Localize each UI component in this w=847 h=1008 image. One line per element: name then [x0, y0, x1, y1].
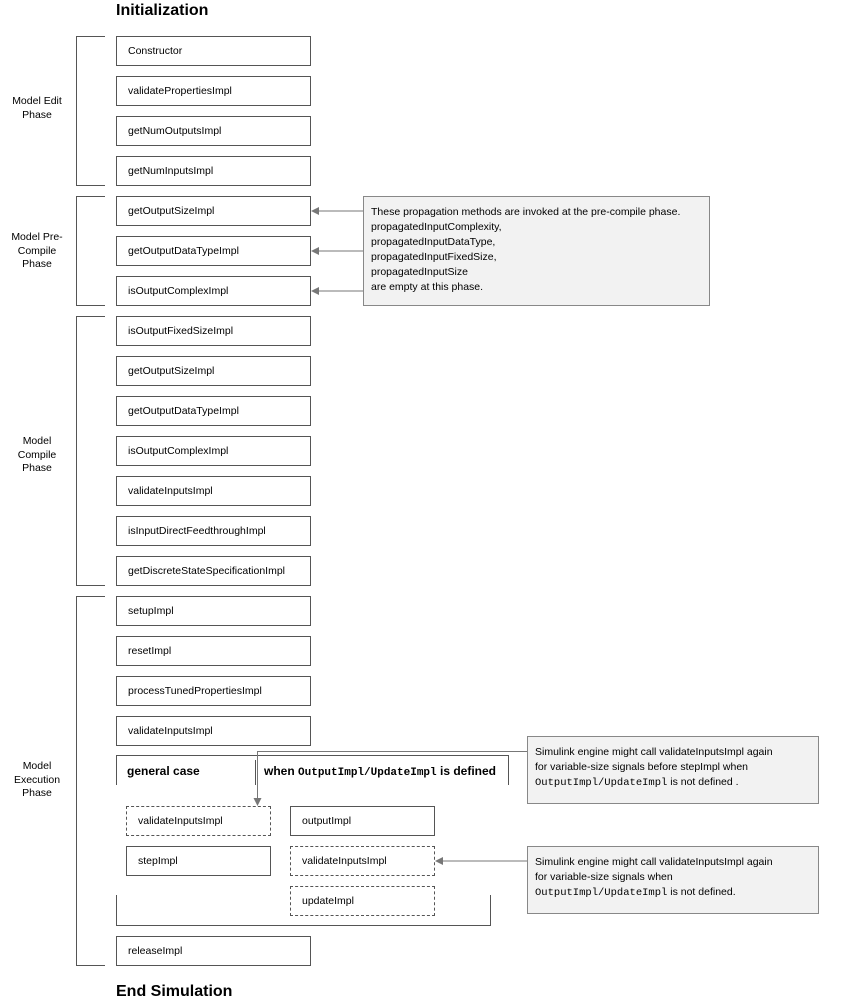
- phase-label-precompile: Model Pre-Compile Phase: [11, 231, 63, 270]
- initialization-heading: Initialization: [116, 2, 209, 19]
- defined-case-note: Simulink engine might call validateInput…: [527, 846, 819, 914]
- end-simulation-heading: End Simulation: [116, 983, 233, 1000]
- phase-bracket-compile: [76, 316, 105, 586]
- method-box-get-num-inputs: getNumInputsImpl: [116, 156, 311, 186]
- method-box-setup: setupImpl: [116, 596, 311, 626]
- method-box-get-output-data-type-precompile: getOutputDataTypeImpl: [116, 236, 311, 266]
- phase-label-edit: Model Edit Phase: [12, 95, 62, 121]
- phase-label-execution: Model Execution Phase: [13, 760, 61, 799]
- method-box-release: releaseImpl: [116, 936, 311, 966]
- case-box-update: updateImpl: [290, 886, 435, 916]
- phase-bracket-execution: [76, 596, 105, 966]
- method-box-get-output-data-type: getOutputDataTypeImpl: [116, 396, 311, 426]
- method-box-get-discrete-state-spec: getDiscreteStateSpecificationImpl: [116, 556, 311, 586]
- method-box-constructor: Constructor: [116, 36, 311, 66]
- method-box-validate-inputs-compile: validateInputsImpl: [116, 476, 311, 506]
- phase-label-compile: Model Compile Phase: [17, 435, 57, 474]
- case-box-validate-inputs-general: validateInputsImpl: [126, 806, 271, 836]
- phase-bracket-edit: [76, 36, 105, 186]
- method-box-is-output-complex: isOutputComplexImpl: [116, 436, 311, 466]
- method-box-is-output-complex-precompile: isOutputComplexImpl: [116, 276, 311, 306]
- method-box-is-output-fixed-size: isOutputFixedSizeImpl: [116, 316, 311, 346]
- general-case-label: general case: [127, 764, 200, 778]
- method-box-reset: resetImpl: [116, 636, 311, 666]
- phase-bracket-precompile: [76, 196, 105, 306]
- method-box-get-output-size-precompile: getOutputSizeImpl: [116, 196, 311, 226]
- precompile-note: These propagation methods are invoked at…: [363, 196, 710, 306]
- general-case-note: Simulink engine might call validateInput…: [527, 736, 819, 804]
- defined-case-code: OutputImpl/UpdateImpl: [298, 767, 437, 779]
- method-box-process-tuned-properties: processTunedPropertiesImpl: [116, 676, 311, 706]
- method-box-get-num-outputs: getNumOutputsImpl: [116, 116, 311, 146]
- defined-case-label: when OutputImpl/UpdateImpl is defined: [264, 764, 496, 779]
- case-box-validate-inputs-defined: validateInputsImpl: [290, 846, 435, 876]
- case-box-output: outputImpl: [290, 806, 435, 836]
- method-box-is-input-direct-feedthrough: isInputDirectFeedthroughImpl: [116, 516, 311, 546]
- method-box-validate-properties: validatePropertiesImpl: [116, 76, 311, 106]
- method-box-validate-inputs-execution: validateInputsImpl: [116, 716, 311, 746]
- case-box-step: stepImpl: [126, 846, 271, 876]
- method-box-get-output-size: getOutputSizeImpl: [116, 356, 311, 386]
